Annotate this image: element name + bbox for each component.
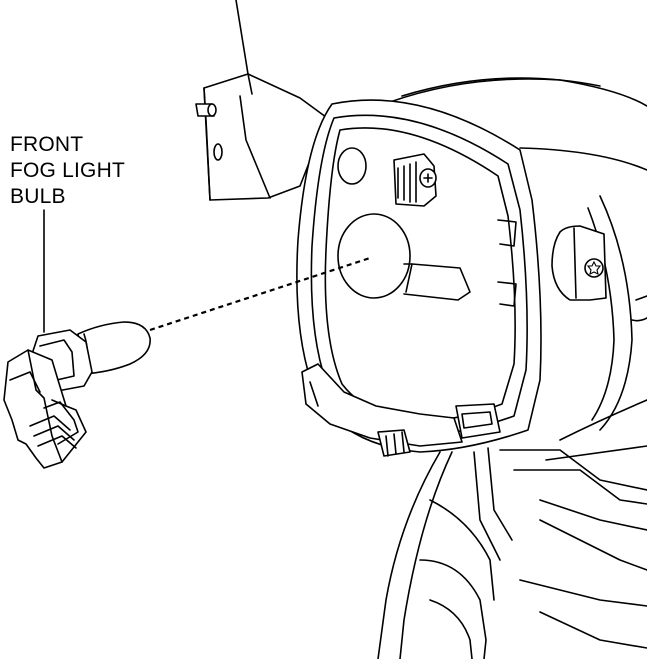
fog-light-housing — [296, 77, 647, 659]
callout-line-2: FOG LIGHT — [10, 159, 125, 182]
callout-line-1: FRONT — [10, 133, 84, 156]
callout-label-front-fog-light-bulb: FRONT FOG LIGHT BULB — [10, 132, 125, 210]
callout-line-3: BULB — [10, 185, 66, 208]
mounting-bracket — [195, 0, 331, 201]
installation-direction-line — [149, 256, 371, 332]
fog-light-bulb — [3, 321, 151, 469]
